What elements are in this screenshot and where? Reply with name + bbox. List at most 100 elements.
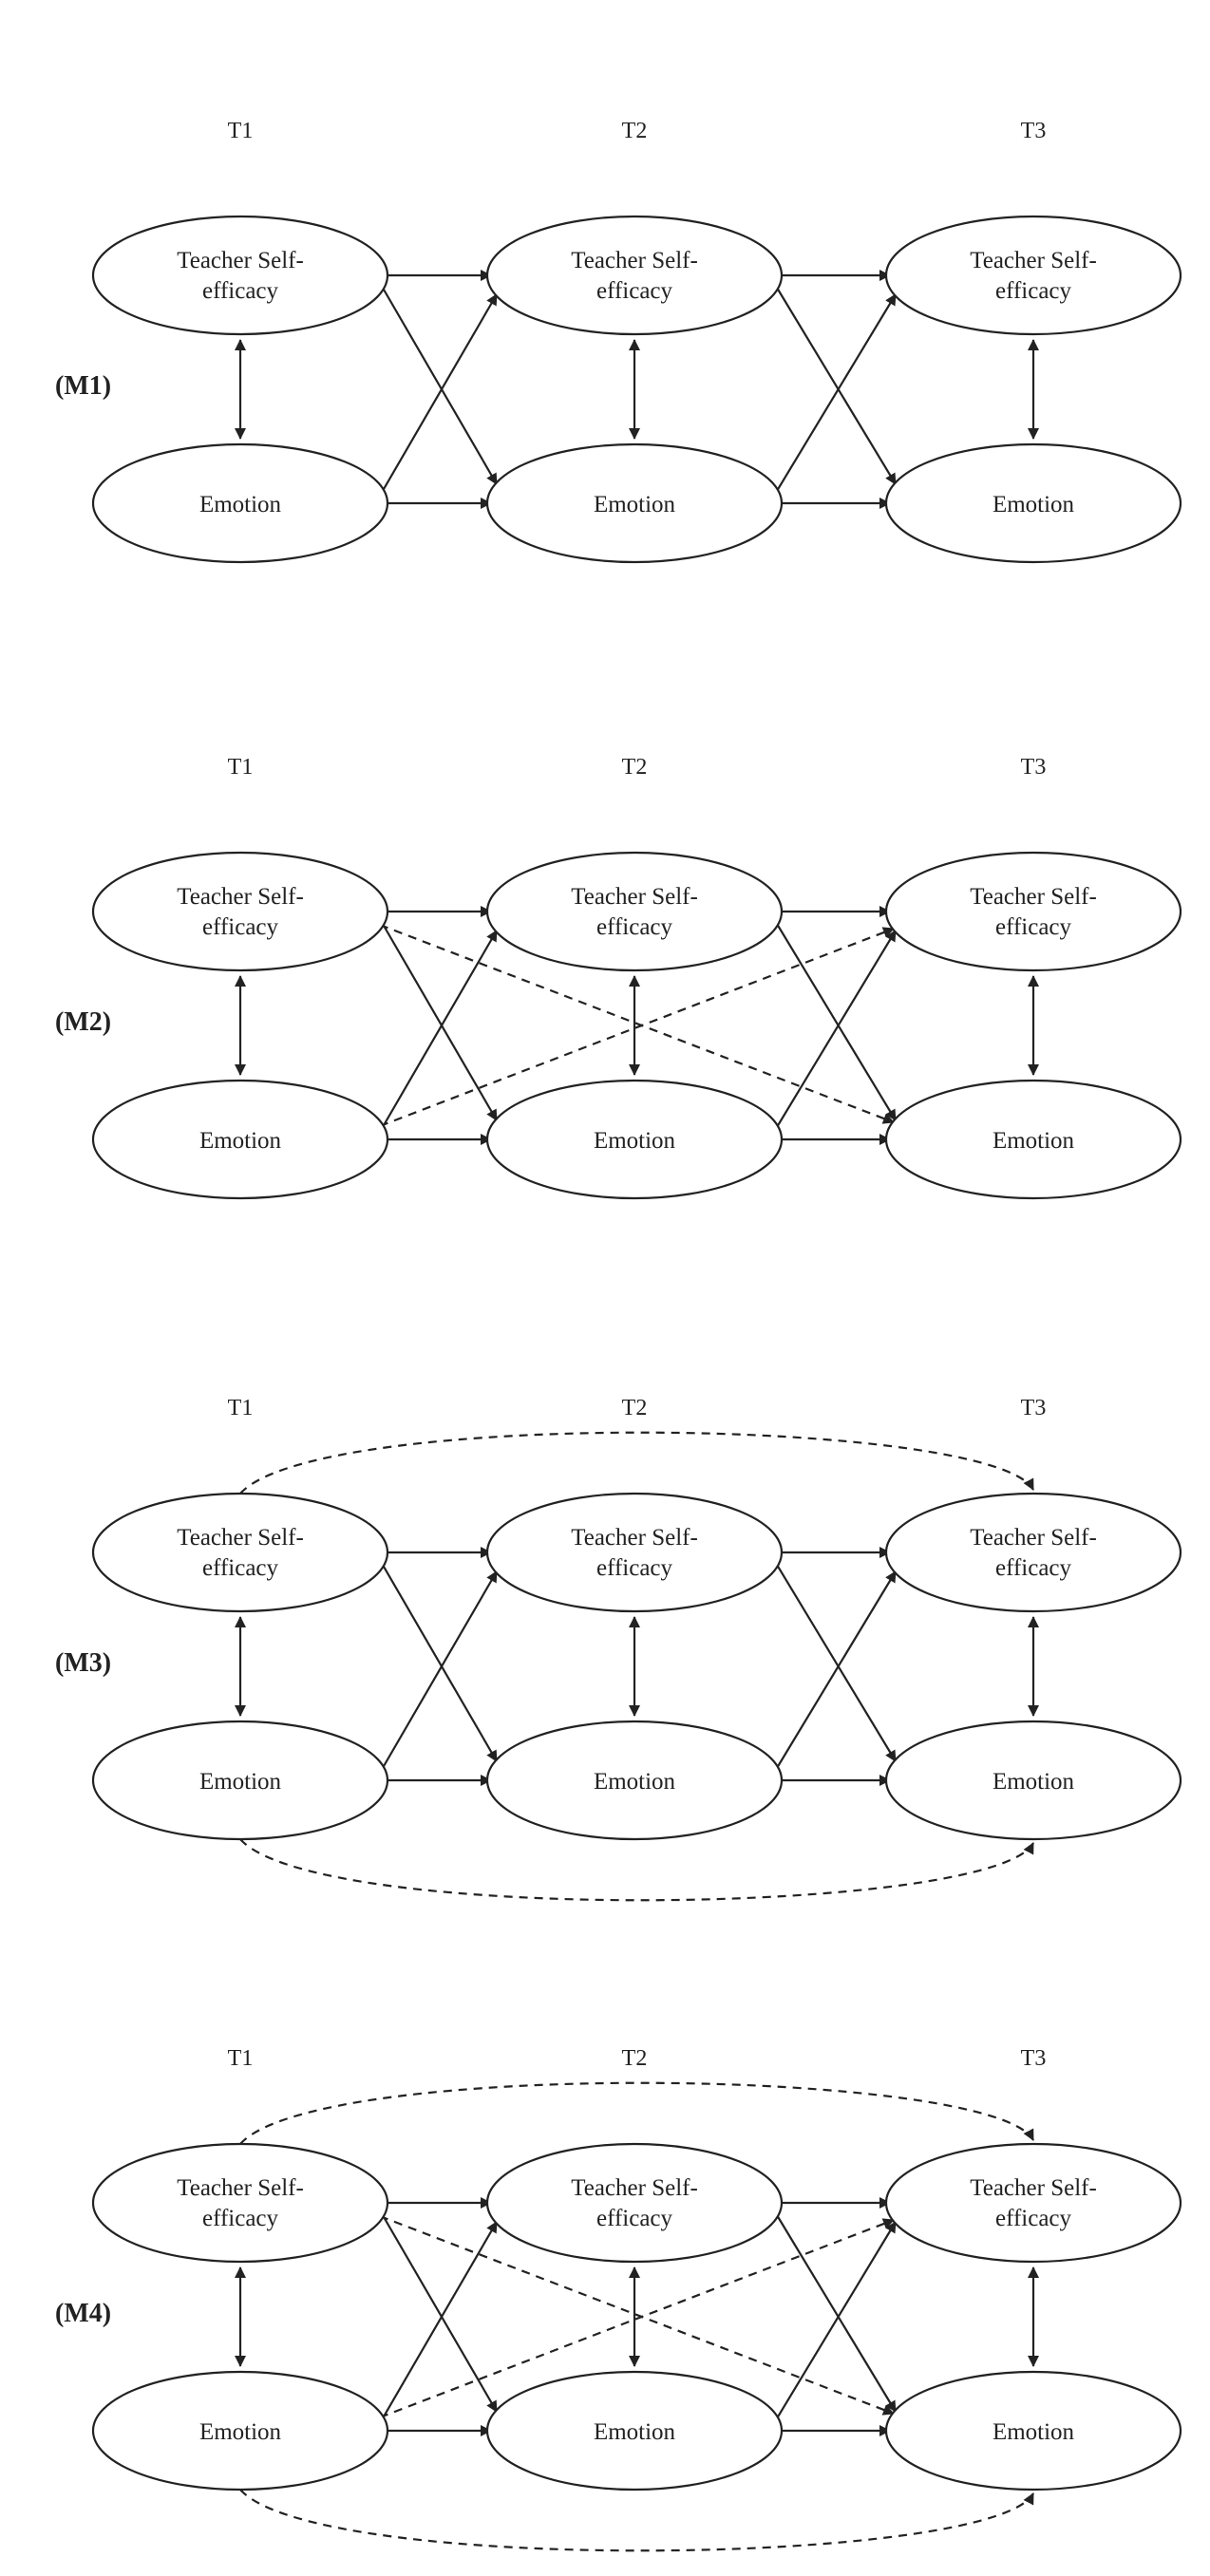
cross-lagged-self-to-emotion-arrow	[379, 918, 498, 1121]
time-label: T2	[622, 119, 648, 143]
self-efficacy-label-line2: efficacy	[202, 2206, 279, 2231]
emotion-label: Emotion	[199, 2419, 282, 2445]
emotion-node	[91, 1720, 389, 1841]
edges	[235, 906, 1039, 1145]
emotion-label: Emotion	[199, 492, 282, 517]
cross-lagged-self-to-emotion-arrow	[773, 1559, 897, 1762]
time-label: T3	[1021, 755, 1047, 780]
cross-lagged-t1-t3-self-to-emotion-arrow	[379, 923, 895, 1124]
self-efficacy-label-line1: Teacher Self-	[571, 884, 698, 910]
self-efficacy-node	[91, 215, 389, 336]
cross-lagged-emotion-to-self-arrow	[773, 1570, 897, 1774]
autoregressive-t1-t3-self-efficacy-arc	[239, 1431, 1034, 1495]
emotion-node	[884, 442, 1182, 564]
cross-lagged-t1-t3-self-to-emotion-arrow	[379, 2214, 895, 2416]
emotion-label: Emotion	[199, 1769, 282, 1795]
self-efficacy-node	[884, 1492, 1182, 1613]
cross-lagged-self-to-emotion-arrow	[379, 2209, 498, 2413]
emotion-label: Emotion	[594, 492, 676, 517]
cross-lagged-emotion-to-self-arrow	[379, 1570, 498, 1774]
emotion-label: Emotion	[993, 492, 1075, 517]
cross-lagged-t1-t3-emotion-to-self-arrow	[379, 2218, 895, 2419]
self-efficacy-label-line1: Teacher Self-	[970, 248, 1097, 273]
self-efficacy-label-line1: Teacher Self-	[571, 2175, 698, 2201]
self-efficacy-label-line2: efficacy	[202, 914, 279, 940]
self-efficacy-node	[884, 2142, 1182, 2264]
self-efficacy-node	[485, 215, 784, 336]
emotion-node	[91, 2370, 389, 2491]
self-efficacy-node	[485, 1492, 784, 1613]
model-label: (M4)	[55, 2299, 111, 2328]
time-label: T3	[1021, 1396, 1047, 1420]
autoregressive-t1-t3-self-efficacy-arc	[239, 2081, 1034, 2145]
emotion-label: Emotion	[594, 2419, 676, 2445]
cross-lagged-emotion-to-self-arrow	[379, 930, 498, 1133]
cross-lagged-emotion-to-self-arrow	[379, 293, 498, 497]
cross-lagged-self-to-emotion-arrow	[773, 282, 897, 485]
cross-lagged-self-to-emotion-arrow	[379, 282, 498, 485]
edges	[235, 1431, 1039, 1902]
self-efficacy-node	[884, 215, 1182, 336]
time-label: T1	[228, 1396, 254, 1420]
self-efficacy-label-line2: efficacy	[202, 1555, 279, 1581]
self-efficacy-label-line1: Teacher Self-	[177, 2175, 304, 2201]
emotion-node	[485, 1720, 784, 1841]
self-efficacy-node	[91, 1492, 389, 1613]
emotion-label: Emotion	[594, 1769, 676, 1795]
self-efficacy-label-line2: efficacy	[995, 2206, 1072, 2231]
self-efficacy-label-line1: Teacher Self-	[571, 248, 698, 273]
cross-lagged-emotion-to-self-arrow	[773, 2221, 897, 2424]
model-label: (M3)	[55, 1648, 111, 1678]
emotion-node	[91, 442, 389, 564]
cross-lagged-emotion-to-self-arrow	[773, 930, 897, 1133]
time-label: T2	[622, 1396, 648, 1420]
self-efficacy-label-line2: efficacy	[995, 914, 1072, 940]
autoregressive-t1-t3-emotion-arc	[239, 1838, 1034, 1902]
emotion-label: Emotion	[199, 1128, 282, 1154]
emotion-label: Emotion	[993, 2419, 1075, 2445]
self-efficacy-label-line1: Teacher Self-	[177, 1525, 304, 1551]
model-label: (M2)	[55, 1007, 111, 1037]
self-efficacy-label-line2: efficacy	[596, 1555, 673, 1581]
emotion-label: Emotion	[993, 1128, 1075, 1154]
time-label: T2	[622, 2046, 648, 2071]
self-efficacy-node	[485, 2142, 784, 2264]
time-label: T1	[228, 755, 254, 780]
time-label: T3	[1021, 119, 1047, 143]
self-efficacy-label-line2: efficacy	[596, 914, 673, 940]
emotion-node	[884, 2370, 1182, 2491]
self-efficacy-label-line2: efficacy	[596, 278, 673, 304]
emotion-node	[485, 2370, 784, 2491]
emotion-node	[485, 1079, 784, 1200]
self-efficacy-label-line1: Teacher Self-	[970, 1525, 1097, 1551]
self-efficacy-label-line1: Teacher Self-	[177, 248, 304, 273]
self-efficacy-label-line2: efficacy	[202, 278, 279, 304]
self-efficacy-label-line1: Teacher Self-	[970, 2175, 1097, 2201]
time-label: T2	[622, 755, 648, 780]
emotion-node	[91, 1079, 389, 1200]
cross-lagged-t1-t3-emotion-to-self-arrow	[379, 927, 895, 1128]
self-efficacy-label-line1: Teacher Self-	[571, 1525, 698, 1551]
time-label: T3	[1021, 2046, 1047, 2071]
model-label: (M1)	[55, 371, 111, 401]
self-efficacy-label-line2: efficacy	[596, 2206, 673, 2231]
emotion-label: Emotion	[594, 1128, 676, 1154]
emotion-label: Emotion	[993, 1769, 1075, 1795]
cross-lagged-self-to-emotion-arrow	[773, 2209, 897, 2413]
self-efficacy-label-line2: efficacy	[995, 1555, 1072, 1581]
cross-lagged-emotion-to-self-arrow	[379, 2221, 498, 2424]
edges	[235, 270, 1039, 509]
self-efficacy-label-line1: Teacher Self-	[970, 884, 1097, 910]
time-label: T1	[228, 119, 254, 143]
cross-lagged-self-to-emotion-arrow	[773, 918, 897, 1121]
self-efficacy-node	[91, 2142, 389, 2264]
